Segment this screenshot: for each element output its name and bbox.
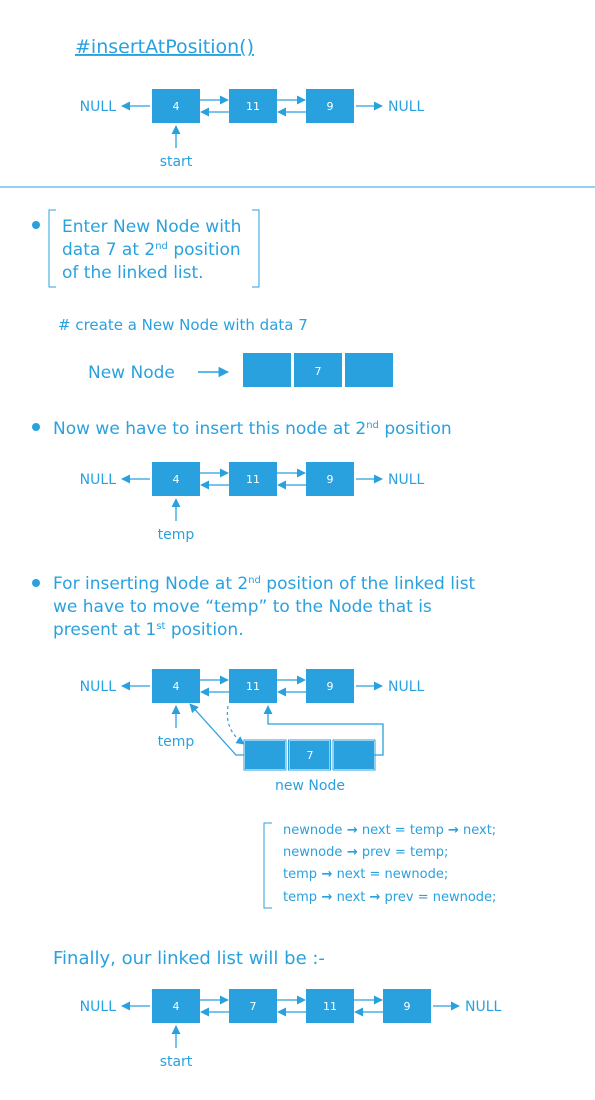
node-value: 4 (173, 1000, 180, 1013)
list-node (306, 89, 354, 123)
list-node (152, 462, 200, 496)
code-line: newnode → prev = temp; (283, 845, 448, 860)
list-node (306, 989, 354, 1023)
new-next-arrow (263, 705, 384, 756)
node-value: 7 (250, 1000, 257, 1013)
temp-next-dashed-arrow (226, 705, 245, 745)
right-bracket (252, 209, 260, 288)
pointer-label: temp (158, 734, 195, 750)
code-bracket (263, 822, 272, 909)
null-label-left: NULL (80, 679, 117, 695)
step2-text: Now we have to insert this node at 2nd p… (53, 419, 452, 439)
null-label-right: NULL (388, 99, 425, 115)
list-node (152, 989, 200, 1023)
code-block: newnode → next = temp → next; newnode → p… (283, 823, 496, 905)
create-heading: # create a New Node with data 7 (58, 316, 308, 334)
node-value: 9 (327, 473, 334, 486)
left-bracket (48, 209, 56, 288)
list-node (229, 462, 277, 496)
pointer-label: temp (158, 527, 195, 543)
code-line: temp → next = newnode; (283, 867, 448, 882)
step3-line2: we have to move “temp” to the Node that … (53, 597, 432, 617)
page-title: #insertAtPosition() (75, 36, 254, 58)
new-node-data (289, 741, 330, 769)
new-node-caption: new Node (275, 778, 345, 794)
null-label-right: NULL (388, 679, 425, 695)
final-heading: Finally, our linked list will be :- (53, 948, 325, 969)
node-value: 11 (246, 473, 260, 486)
null-label-right: NULL (465, 999, 502, 1015)
bullet-icon (32, 579, 40, 587)
node-value: 9 (404, 1000, 411, 1013)
node-value: 11 (246, 100, 260, 113)
list-node (306, 462, 354, 496)
list-node (229, 89, 277, 123)
step1-line3: of the linked list. (62, 263, 204, 283)
null-label-right: NULL (388, 472, 425, 488)
new-node-prev (245, 741, 285, 769)
linked-list-with-temp: 4 11 9 NULL NULL temp (80, 462, 425, 543)
bullet-icon (32, 423, 40, 431)
new-node-box: 7 (243, 353, 393, 387)
null-label-left: NULL (80, 999, 117, 1015)
node-value: 4 (173, 100, 180, 113)
pointer-label: start (160, 154, 193, 170)
linked-list-final: 4 7 11 9 NULL NULL start (80, 989, 502, 1070)
pointer-label: start (160, 1054, 193, 1070)
null-label-left: NULL (80, 99, 117, 115)
step3-line1: For inserting Node at 2nd position of th… (53, 574, 476, 594)
node-value: 11 (323, 1000, 337, 1013)
new-node-value: 7 (307, 749, 314, 762)
step1-line1: Enter New Node with (62, 217, 241, 237)
step1-line2: data 7 at 2nd position (62, 240, 241, 260)
list-node (383, 989, 431, 1023)
node-value: 9 (327, 680, 334, 693)
code-line: temp → next → prev = newnode; (283, 890, 496, 905)
node-value: 4 (173, 473, 180, 486)
list-node (152, 89, 200, 123)
list-node (229, 989, 277, 1023)
bullet-icon (32, 221, 40, 229)
list-node (229, 669, 277, 703)
new-node-next (334, 741, 374, 769)
step3-line3: present at 1st position. (53, 620, 244, 640)
code-line: newnode → next = temp → next; (283, 823, 496, 838)
new-node-value: 7 (315, 365, 322, 378)
new-prev-arrow (189, 703, 244, 756)
list-node (152, 669, 200, 703)
list-node (306, 669, 354, 703)
null-label-left: NULL (80, 472, 117, 488)
node-value: 4 (173, 680, 180, 693)
linked-list-initial: 4 11 9 NULL NULL start (80, 89, 425, 170)
linked-list-insertion: 4 11 9 NULL NULL temp 7 new Node (80, 669, 425, 794)
node-value: 11 (246, 680, 260, 693)
new-node-label: New Node (88, 363, 175, 383)
node-value: 9 (327, 100, 334, 113)
